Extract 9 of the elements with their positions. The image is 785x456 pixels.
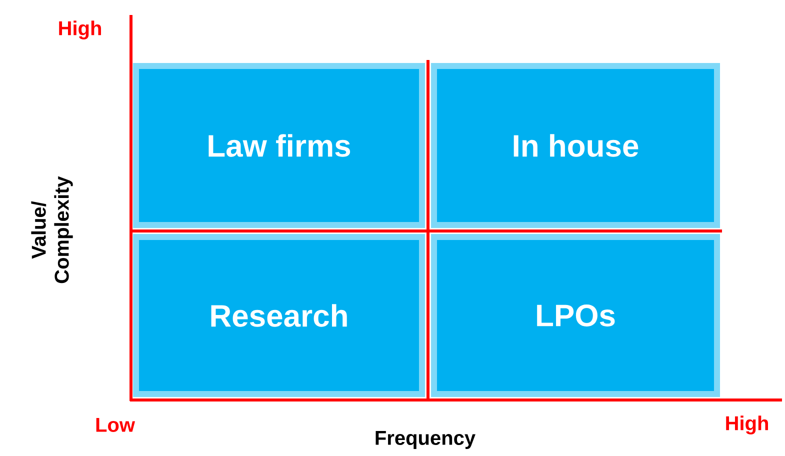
quadrant-box: LPOs <box>431 234 720 397</box>
axis-label: Low <box>96 418 136 432</box>
quadrant-box: Law firms <box>133 63 425 228</box>
axis-title: Value/ Complexity <box>31 176 73 284</box>
quadrant-box: Research <box>133 234 425 397</box>
axis-title: Frequency <box>376 431 476 449</box>
axis-label: High <box>59 20 101 40</box>
axis-label: High <box>726 416 768 434</box>
quadrant-box: In house <box>431 63 720 228</box>
